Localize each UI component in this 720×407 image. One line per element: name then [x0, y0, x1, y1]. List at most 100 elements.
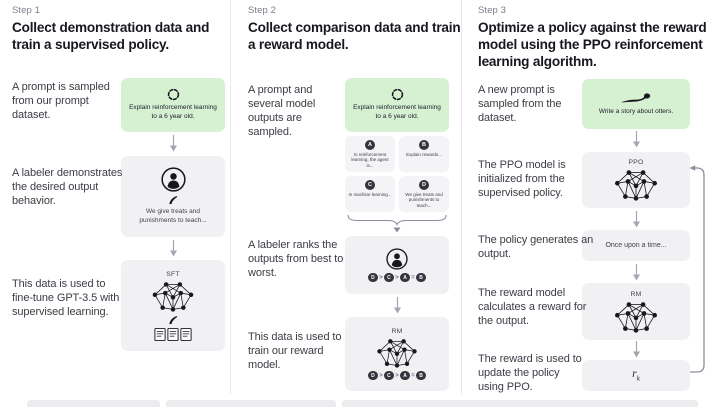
curly-brace-icon	[347, 214, 447, 233]
output-card-a: A In reinforcement learning, the agent i…	[345, 136, 395, 173]
cycle-icon	[391, 88, 404, 101]
step2-rank-text: A labeler ranks the outputs from best to…	[248, 239, 344, 280]
bottom-partial-card	[342, 400, 698, 407]
step3-update-text: The reward is used to update the policy …	[478, 353, 582, 394]
step3-prompt-text: Write a story about otters.	[598, 108, 674, 116]
step1-prompt-box: Explain reinforcement learning to a 6 ye…	[121, 78, 225, 132]
step1-demonstration-text: We give treats and punishments to teach.…	[139, 208, 207, 224]
person-icon	[161, 167, 186, 192]
rank-circle: A	[400, 272, 410, 283]
output-text: In machine learning...	[348, 191, 392, 197]
rank-circle: D	[368, 370, 378, 381]
rank-circle: C	[384, 272, 394, 283]
down-arrow-icon	[631, 264, 642, 281]
down-arrow	[582, 264, 690, 281]
pen-icon	[168, 195, 178, 205]
step1-sft-box: SFT	[121, 260, 225, 351]
rm-label: RM	[630, 290, 642, 298]
ppo-label: PPO	[628, 159, 644, 166]
down-arrow	[121, 240, 225, 257]
ranking-row: D > C > A = B	[368, 370, 426, 381]
rm-label: RM	[391, 327, 403, 335]
step3-heading: Optimize a policy against the reward mod…	[478, 20, 707, 70]
down-arrow-icon	[168, 135, 179, 152]
rank-circle: A	[400, 370, 410, 381]
step2-sample-text: A prompt and several model outputs are s…	[248, 84, 316, 139]
step3-prompt-box: Write a story about otters.	[582, 79, 690, 129]
down-arrow	[345, 297, 449, 314]
ranking-row: D > C > A = B	[368, 272, 426, 283]
reward-symbol: rk	[632, 368, 640, 383]
step3-output-box: Once upon a time...	[582, 230, 690, 261]
step1-labeler-box: We give treats and punishments to teach.…	[121, 156, 225, 237]
rank-separator: >	[395, 372, 399, 379]
step1-finetune-text: This data is used to fine-tune GPT-3.5 w…	[12, 278, 120, 319]
step3-calculate-text: The reward model calculates a reward for…	[478, 287, 587, 328]
step1-prompt-text: Explain reinforcement learning to a 6 ye…	[129, 104, 217, 120]
step2-prompt-text: Explain reinforcement learning to a 6 ye…	[353, 104, 441, 120]
otter-icon	[620, 91, 652, 105]
documents-icon	[154, 328, 192, 341]
neural-network-icon	[151, 281, 195, 312]
step1-demonstrate-text: A labeler demonstrates the desired outpu…	[12, 167, 123, 208]
neural-network-icon	[614, 301, 658, 333]
step2-prompt-box: Explain reinforcement learning to a 6 ye…	[345, 78, 449, 132]
cycle-icon	[167, 88, 180, 101]
letter-badge: C	[365, 180, 375, 191]
neural-network-icon	[376, 338, 418, 368]
neural-network-icon	[614, 169, 658, 201]
output-card-d: D We give treats and punishments to teac…	[399, 176, 449, 213]
rank-separator: >	[379, 274, 383, 281]
down-arrow-icon	[631, 341, 642, 358]
step2-model-outputs: A In reinforcement learning, the agent i…	[345, 136, 449, 213]
letter-badge: B	[419, 140, 429, 150]
step3-generate-text: The policy generates an output.	[478, 234, 594, 261]
letter-badge: D	[419, 180, 429, 191]
step2-reward-model-box: RM D > C > A = B	[345, 317, 449, 391]
pen-icon	[168, 315, 178, 325]
output-card-b: B Explain rewards...	[399, 136, 449, 173]
down-arrow-icon	[631, 131, 642, 148]
step3-init-text: The PPO model is initialized from the su…	[478, 159, 566, 200]
feedback-loop-arrow	[689, 165, 705, 373]
rank-circle: D	[368, 272, 378, 283]
rank-separator: >	[379, 372, 383, 379]
step1-label: Step 1	[12, 5, 41, 16]
step2-train-text: This data is used to train our reward mo…	[248, 331, 342, 372]
output-text: In reinforcement learning, the agent is.…	[351, 151, 389, 169]
column-divider	[461, 0, 462, 394]
column-divider	[230, 0, 231, 394]
generated-output-text: Once upon a time...	[605, 242, 667, 249]
step3-label: Step 3	[478, 5, 507, 16]
step1-sample-text: A prompt is sampled from our prompt data…	[12, 81, 110, 122]
output-card-c: C In machine learning...	[345, 176, 395, 213]
rank-circle: B	[416, 370, 426, 381]
rank-separator: >	[395, 274, 399, 281]
step3-reward-model-box: RM	[582, 283, 690, 340]
down-arrow-icon	[392, 297, 403, 314]
step2-labeler-box: D > C > A = B	[345, 236, 449, 294]
bottom-partial-card	[27, 400, 160, 407]
step3-sample-text: A new prompt is sampled from the dataset…	[478, 84, 562, 125]
down-arrow-icon	[168, 240, 179, 257]
down-arrow	[121, 135, 225, 152]
rank-separator: =	[411, 274, 415, 281]
down-arrow-icon	[631, 211, 642, 228]
down-arrow	[582, 131, 690, 148]
letter-badge: A	[365, 140, 375, 150]
step2-heading: Collect comparison data and train a rewa…	[248, 20, 461, 53]
step3-ppo-box: PPO	[582, 152, 690, 208]
rank-circle: C	[384, 370, 394, 381]
output-text: Explain rewards...	[406, 151, 442, 157]
down-arrow	[582, 211, 690, 228]
output-text: We give treats and punishments to teach.…	[405, 191, 443, 209]
down-arrow	[582, 341, 690, 358]
rank-circle: B	[416, 272, 426, 283]
step3-reward-value-box: rk	[582, 360, 690, 391]
sft-label: SFT	[166, 270, 180, 278]
bottom-partial-card	[166, 400, 336, 407]
person-icon	[386, 248, 408, 270]
step2-label: Step 2	[248, 5, 277, 16]
rank-separator: =	[411, 372, 415, 379]
